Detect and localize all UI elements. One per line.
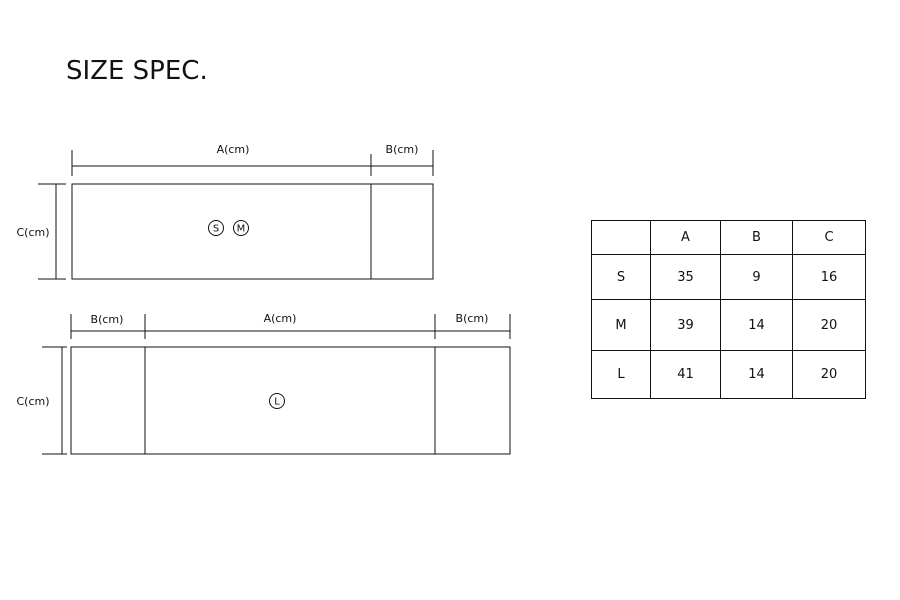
top-label-a: A(cm) [217,143,250,156]
badge-circle-m [233,220,249,236]
table-header-row: A B C [591,220,866,255]
bottom-label-b-right: B(cm) [456,312,489,325]
table-row: S 35 9 16 [591,254,866,300]
table-header-cell: A [650,220,721,255]
table-header-cell [591,220,651,255]
table-cell: 35 [650,254,721,300]
page-title: SIZE SPEC. [66,56,208,86]
badge-l: L [274,397,280,408]
badge-s: S [213,224,219,235]
table-row: M 39 14 20 [591,299,866,351]
bottom-label-b-left: B(cm) [91,313,124,326]
size-table: A B C S 35 9 16 M 39 14 20 L 41 14 20 [591,220,866,399]
table-cell: 9 [720,254,793,300]
badge-m: M [237,224,246,235]
bottom-label-a: A(cm) [264,312,297,325]
table-cell: 41 [650,350,721,399]
top-label-c: C(cm) [16,226,49,239]
table-header-cell: B [720,220,793,255]
table-cell-size: S [591,254,651,300]
badge-circle-l [269,393,285,409]
table-header-cell: C [792,220,866,255]
table-row: L 41 14 20 [591,350,866,399]
badge-circle-s [208,220,224,236]
table-cell-size: L [591,350,651,399]
top-panel-outline [71,183,434,280]
table-cell: 14 [720,299,793,351]
table-cell: 39 [650,299,721,351]
bottom-label-c: C(cm) [16,395,49,408]
bottom-panel-outline [70,346,511,455]
table-cell: 14 [720,350,793,399]
table-cell: 20 [792,350,866,399]
table-cell: 16 [792,254,866,300]
top-label-b: B(cm) [386,143,419,156]
table-cell-size: M [591,299,651,351]
table-cell: 20 [792,299,866,351]
size-diagram: A(cm) B(cm) C(cm) S M B(cm) A(cm) B(cm) … [16,143,511,455]
